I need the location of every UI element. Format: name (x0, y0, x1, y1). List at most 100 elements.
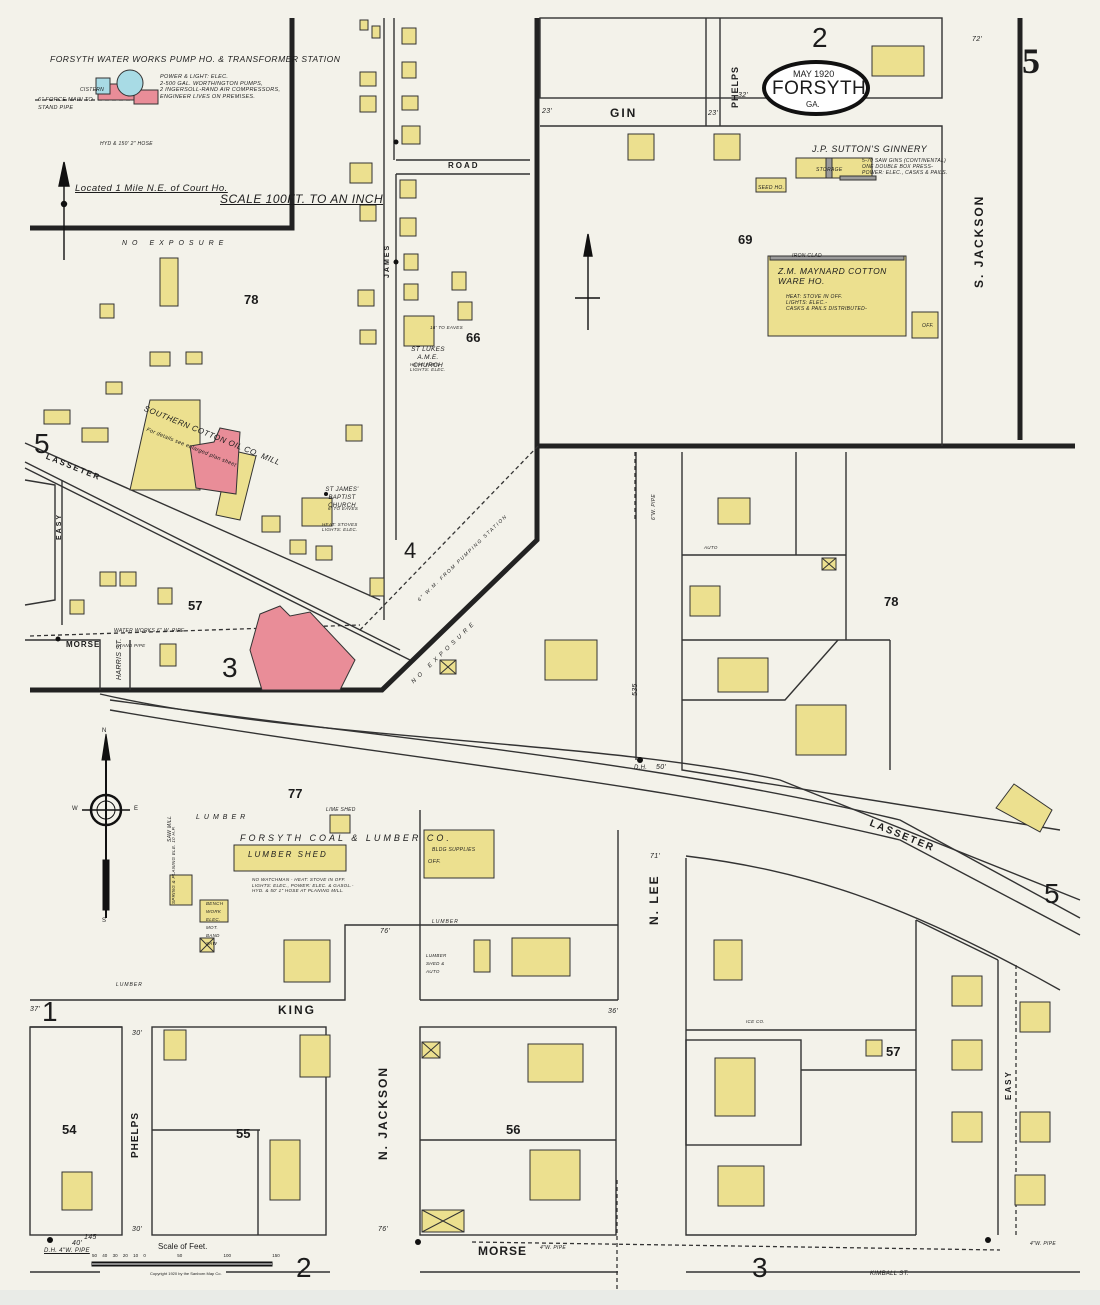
street-king[interactable]: KING (278, 1003, 316, 1017)
dimension: 23' (542, 108, 553, 115)
street-kimball[interactable]: KIMBALL ST. (870, 1271, 909, 1277)
located-note: Located 1 Mile N.E. of Court Ho. (75, 183, 228, 194)
lumber-small: LUMBER (116, 982, 143, 988)
dimension: 76' (378, 1226, 389, 1233)
block-number: 4 (404, 538, 417, 563)
copyright: Copyright 1920 by the Sanborn Map Co. (150, 1271, 222, 1276)
adjoining-sheet-3[interactable]: 3 (222, 652, 238, 683)
street-phelps-south[interactable]: PHELPS (130, 1111, 141, 1158)
block-number: 77 (288, 786, 303, 801)
street-road[interactable]: ROAD (448, 161, 480, 170)
street-james[interactable]: JAMES (384, 243, 391, 278)
scale-bar (91, 1261, 273, 1267)
planing-mill: SPRING & PLANING ELE. 10 H.P. (171, 826, 176, 904)
street-phelps-north[interactable]: PHELPS (730, 65, 740, 108)
adjoining-sheet-2[interactable]: 2 (296, 1252, 312, 1283)
warehouse-office: OFF. (922, 323, 934, 329)
block-number: 57 (188, 598, 203, 613)
lumber-company-label: FORSYTH COAL & LUMBER CO. (240, 833, 452, 843)
dimension: 23' (708, 110, 719, 117)
dimension: 72' (972, 36, 983, 43)
brick-buildings (97, 83, 356, 691)
bench-work: BENCH WORK ELEC. MOT. BAND SAW (206, 901, 224, 946)
warehouse-notes: HEAT: STOVE IN OFF.LIGHTS: ELEC.-CASKS &… (786, 294, 868, 312)
warehouse-iron: IRON CLAD (792, 253, 822, 259)
dimension: 71' (650, 853, 661, 860)
hydrant-distance: 50' (656, 764, 667, 771)
block-number: 57 (886, 1044, 901, 1059)
adjoining-sheet-3[interactable]: 3 (752, 1252, 768, 1283)
dimension: 145 (84, 1234, 97, 1241)
dimension: 40' (72, 1240, 83, 1247)
stand-pipe: STAND PIPE (116, 643, 146, 648)
ginnery-label: J.P. SUTTON'S GINNERY (812, 144, 928, 154)
street-morse-west[interactable]: MORSE (66, 640, 101, 649)
block-number: 78 (884, 594, 899, 609)
compass-south: S (102, 918, 107, 924)
iron-clad (769, 157, 905, 261)
dimension: 535 (632, 683, 639, 696)
dimension: 37' (30, 1006, 41, 1013)
church-st-lukes-eaves: 18' TO EAVES (430, 325, 463, 330)
block-number: 54 (62, 1122, 77, 1137)
cartouche-oval (762, 60, 870, 116)
lumber-mid: LUMBER (432, 919, 459, 925)
block-number: 78 (244, 292, 259, 307)
water-pipe-morse: 4"W. PIPE (540, 1245, 566, 1251)
water-pipe-lee: 6"W. PIPE (651, 494, 657, 520)
ginnery-notes: 5-70 SAW GINS (CONTINENTAL)ONE DOUBLE BO… (862, 158, 948, 176)
lumber-shed: LUMBER SHED (248, 850, 328, 859)
block-number: 56 (506, 1122, 521, 1137)
lumber-shed-auto: LUMBER SHED & AUTO (426, 953, 447, 974)
water-works-pipe: WATER WORKS 6" W. PIPE (114, 628, 185, 634)
inset-force-main: 6" FORCE MAIN TO STAND PIPE (38, 97, 93, 111)
hydrant-label: D.H. (634, 765, 648, 771)
street-easy-west[interactable]: EASY (56, 512, 63, 540)
scale-bar-ticks: 50 40 30 20 10 0 50 100 150 (92, 1253, 280, 1258)
church-st-james: ST JAMES' BAPTIST CHURCH (325, 487, 359, 509)
water-pipe-bottom-left: D.H. 4"W. PIPE (44, 1248, 90, 1254)
lime-shed: LIME SHED (326, 807, 356, 813)
dimension: 76' (380, 928, 391, 935)
street-easy-east[interactable]: EASY (1004, 1070, 1013, 1100)
street-n-jackson[interactable]: N. JACKSON (376, 1065, 390, 1160)
adjoining-sheet-2[interactable]: 2 (812, 22, 828, 53)
church-st-james-eaves: 6' TO EAVES (328, 506, 359, 511)
sheet-boundaries (30, 18, 1075, 693)
building-supplies: BLDG SUPPLIES (432, 847, 476, 853)
hydrant-markers (47, 139, 991, 1245)
adjoining-sheet-1[interactable]: 1 (42, 996, 58, 1027)
compass-north: N (102, 728, 107, 734)
no-exposure-label: NO EXPOSURE (122, 240, 229, 247)
x-sheds (199, 557, 837, 1233)
street-s-jackson[interactable]: S. JACKSON (972, 194, 986, 288)
warehouse-label: Z.M. MAYNARD COTTON WARE HO. (778, 266, 887, 286)
street-morse-south[interactable]: MORSE (478, 1244, 528, 1258)
block-number: 55 (236, 1126, 251, 1141)
cartouche-state: GA. (806, 100, 820, 109)
scale-bar-title: Scale of Feet. (158, 1242, 208, 1251)
church-st-lukes: ST LUKES A.M.E. CHURCH (411, 346, 445, 369)
inset-title: FORSYTH WATER WORKS PUMP HO. & TRANSFORM… (50, 54, 341, 64)
cartouche-town: FORSYTH (772, 78, 867, 99)
inset-cistern: CISTERN (80, 87, 105, 93)
scale-note: SCALE 100FT. TO AN INCH (220, 192, 384, 206)
dimension: 32' (738, 92, 749, 99)
dimension: 30' (132, 1030, 143, 1037)
inset-details: POWER & LIGHT: ELEC.2-500 GAL. WORTHINGT… (160, 74, 281, 100)
adjoining-sheet-5[interactable]: 5 (34, 428, 50, 459)
compass-west: W (72, 806, 78, 812)
seed-house: SEED HO. (758, 185, 785, 191)
street-n-lee[interactable]: N. LEE (647, 874, 661, 925)
church-st-lukes-notes: HEAT: FURN.LIGHTS: ELEC. (410, 362, 446, 372)
street-gin[interactable]: GIN (610, 106, 638, 120)
lumber-notes: NO WATCHMAN - HEAT: STOVE IN OFF.LIGHTS:… (252, 877, 354, 893)
frame-buildings (43, 19, 1053, 1211)
compass-east: E (134, 806, 139, 812)
sheet-number: 5 (1022, 41, 1040, 81)
inset-hydrant: HYD & 150' 2" HOSE (100, 141, 153, 147)
adjoining-sheet-5[interactable]: 5 (1044, 878, 1060, 909)
